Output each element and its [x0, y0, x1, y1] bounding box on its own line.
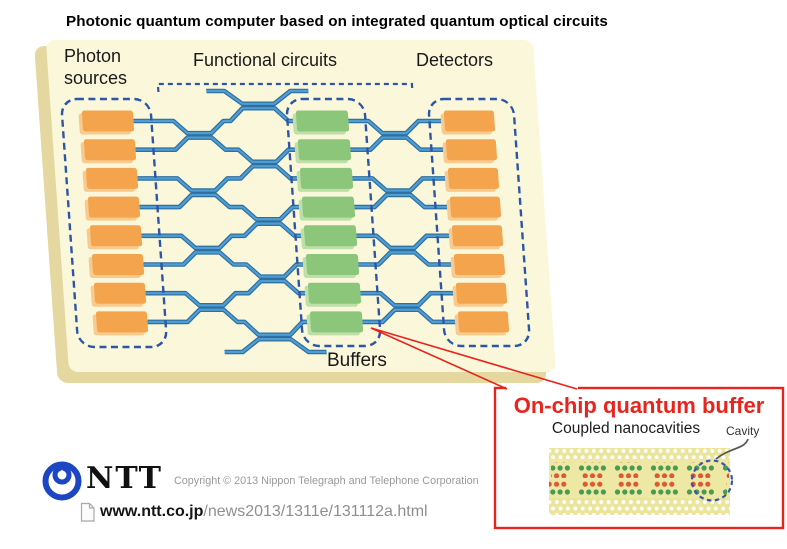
cavity-highlight-circle: [690, 459, 734, 502]
detectors-outline: [427, 97, 531, 348]
document-icon: [80, 502, 95, 522]
nanocavity-image: [549, 438, 749, 515]
detectors-label: Detectors: [416, 50, 494, 70]
ntt-dynamic-loop-icon: [42, 461, 82, 501]
source-url-link[interactable]: www.ntt.co.jp/news2013/1311e/131112a.htm…: [100, 503, 428, 521]
waveguide-mesh: [133, 89, 459, 354]
buffer-boxes: [292, 110, 364, 336]
ntt-logo-text: NTT: [86, 461, 164, 496]
callout-leader-line: [370, 327, 578, 390]
url-path: /news2013/1311e/131112a.html: [203, 503, 428, 520]
slide-title: Photonic quantum computer based on integ…: [66, 13, 608, 30]
coupled-nanocavities-label: Coupled nanocavities: [551, 420, 701, 437]
callout-title: On-chip quantum buffer: [513, 393, 765, 418]
buffers-outline: [285, 97, 382, 348]
cavity-label: Cavity: [726, 424, 760, 438]
detector-boxes: [440, 110, 510, 336]
url-domain: www.ntt.co.jp: [100, 503, 204, 520]
photon-sources-label: Photon sources: [64, 46, 128, 88]
callout-leader-line: [370, 327, 508, 390]
copyright-text: Copyright © 2013 Nippon Telegraph and Te…: [174, 475, 479, 487]
functional-circuits-bracket: [156, 82, 414, 92]
photon-sources-outline: [60, 97, 168, 349]
buffers-label: Buffers: [327, 350, 387, 371]
functional-circuits-label: Functional circuits: [193, 50, 338, 70]
photon-source-boxes: [78, 110, 149, 336]
cavity-pointer-line: [715, 438, 749, 460]
